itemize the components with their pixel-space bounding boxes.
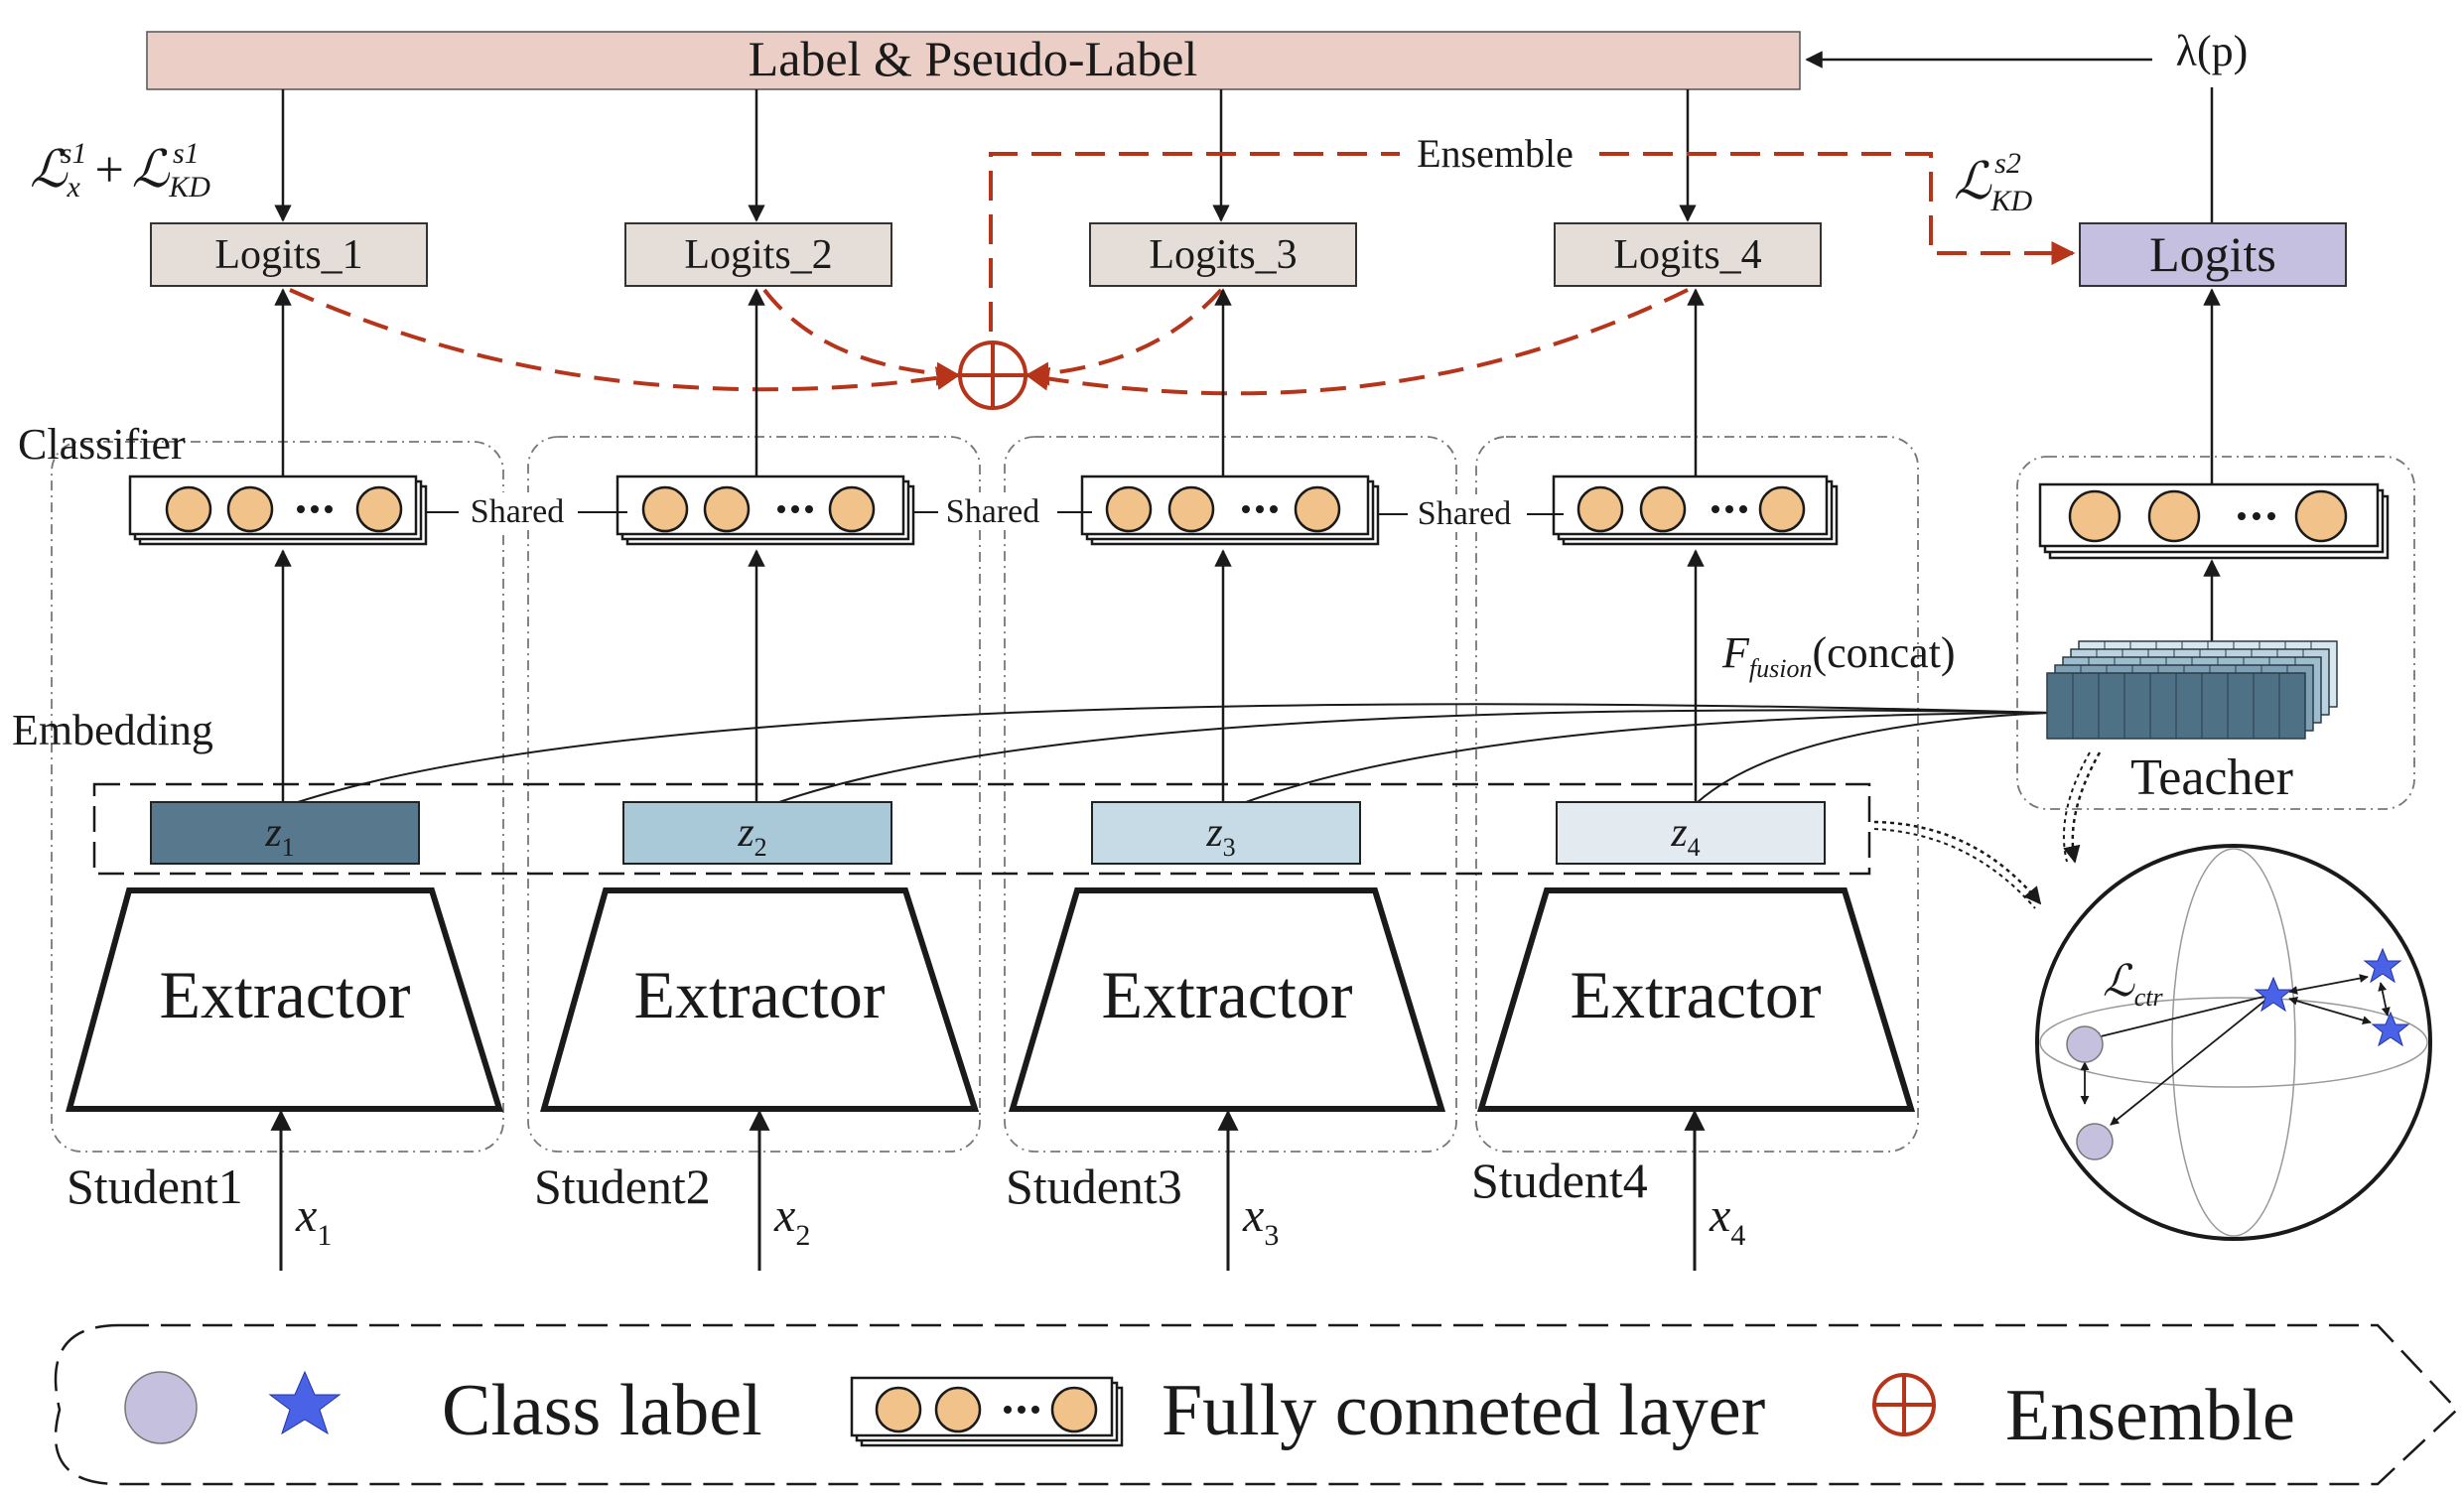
student3-label: Student3 xyxy=(1006,1158,1182,1214)
svg-text:Shared: Shared xyxy=(471,493,564,530)
class-point-star xyxy=(2371,1011,2410,1047)
svg-text:Shared: Shared xyxy=(946,493,1039,530)
legend-star-icon xyxy=(268,1370,342,1435)
extractor-2: Extractor xyxy=(540,887,980,1112)
z-box-2: z2 xyxy=(622,801,892,865)
teacher-feature-stack xyxy=(2046,640,2338,740)
teacher-to-sphere-arrow xyxy=(2063,751,2102,864)
z-box-3: z3 xyxy=(1091,801,1361,865)
student2-label: Student2 xyxy=(534,1158,711,1214)
svg-text:Extractor: Extractor xyxy=(1571,957,1822,1032)
ensemble-curve-2 xyxy=(762,288,961,386)
z-box-4: z4 xyxy=(1556,801,1826,865)
legend-class-label: Class label xyxy=(442,1370,762,1451)
class-point-circle xyxy=(2066,1025,2104,1063)
shared-connector-1: Shared xyxy=(426,492,627,530)
shared-connector-3: Shared xyxy=(1378,494,1564,532)
lambda-text: λ(p) xyxy=(2176,27,2249,75)
svg-text:ℒKDs2: ℒKDs2 xyxy=(1954,147,2032,217)
extractor-1: Extractor xyxy=(66,887,504,1112)
legend-circle-icon xyxy=(124,1371,198,1444)
x2-label: x2 xyxy=(773,1189,810,1252)
ensemble-curve-4 xyxy=(1025,288,1689,396)
class-point-circle xyxy=(2076,1123,2114,1160)
z-box-1: z1 xyxy=(150,801,420,865)
class-point-star xyxy=(2363,947,2402,984)
label-bar-text: Label & Pseudo-Label xyxy=(749,31,1198,86)
contrastive-sphere: ℒctr xyxy=(2035,844,2432,1241)
ensemble-symbol xyxy=(958,340,1027,410)
student3-container xyxy=(1004,436,1457,1153)
fc-layer-4 xyxy=(1552,475,1839,546)
loss-s2-label: ℒKDs2 xyxy=(1954,147,2032,217)
ensemble-to-teacher-dashed xyxy=(989,152,2076,375)
svg-text:Extractor: Extractor xyxy=(160,957,411,1032)
x3-label: x3 xyxy=(1242,1189,1279,1252)
svg-text:Extractor: Extractor xyxy=(634,957,886,1032)
svg-text:Logits: Logits xyxy=(2149,226,2276,282)
svg-text:z2: z2 xyxy=(737,810,766,862)
legend: Class label Fully conneted layer Ensembl… xyxy=(54,1323,2459,1486)
svg-text:Logits_1: Logits_1 xyxy=(214,232,362,278)
logits-box-1: Logits_1 xyxy=(150,222,428,287)
loss-s1-label: ℒxs1+ℒKDs1 xyxy=(30,137,210,204)
ensemble-curve-3 xyxy=(1025,288,1223,386)
extractor-3: Extractor xyxy=(1008,887,1446,1112)
teacher-to-sphere-arrow-b xyxy=(2062,751,2091,863)
svg-text:Shared: Shared xyxy=(1418,495,1511,532)
svg-text:ℒctr: ℒctr xyxy=(2103,957,2163,1012)
ensemble-curve-1 xyxy=(289,288,961,392)
student2-container xyxy=(527,436,981,1153)
svg-text:Logits_3: Logits_3 xyxy=(1149,232,1297,278)
embedding-dashed-box xyxy=(92,782,1871,876)
svg-text:z1: z1 xyxy=(264,810,294,862)
x4-label: x4 xyxy=(1709,1189,1745,1252)
svg-text:ℒxs1+ℒKDs1: ℒxs1+ℒKDs1 xyxy=(30,137,210,204)
student4-container xyxy=(1475,436,1919,1153)
logits-box-4: Logits_4 xyxy=(1554,222,1822,287)
fusion-curves xyxy=(297,703,2051,803)
svg-text:z3: z3 xyxy=(1205,810,1235,862)
ensemble-label: Ensemble xyxy=(1417,131,1574,176)
svg-text:Ffusion(concat): Ffusion(concat) xyxy=(1721,628,1956,683)
legend-fc-icon xyxy=(850,1376,1124,1447)
logits-box-3: Logits_3 xyxy=(1089,222,1357,287)
teacher-container xyxy=(2016,456,2415,810)
teacher-label: Teacher xyxy=(2130,749,2293,806)
fusion-label: Ffusion(concat) xyxy=(1721,628,1956,683)
class-point-star xyxy=(2254,976,2293,1013)
label-bar: Label & Pseudo-Label xyxy=(146,31,1801,90)
student4-label: Student4 xyxy=(1471,1153,1648,1208)
embedding-label: Embedding xyxy=(12,706,213,754)
shared-connector-2: Shared xyxy=(913,492,1092,530)
svg-text:Extractor: Extractor xyxy=(1102,957,1353,1032)
logits-box-2: Logits_2 xyxy=(624,222,892,287)
classifier-label: Classifier xyxy=(18,420,186,469)
x1-label: x1 xyxy=(295,1189,332,1252)
fc-layer-2 xyxy=(616,475,915,546)
embedding-to-sphere-arrow xyxy=(1873,820,2042,905)
svg-text:Logits_2: Logits_2 xyxy=(684,232,832,278)
legend-ensemble-icon xyxy=(1872,1373,1936,1436)
student1-label: Student1 xyxy=(67,1158,243,1214)
teacher-fc-layer xyxy=(2038,482,2390,560)
legend-ensemble-label: Ensemble xyxy=(2005,1375,2295,1456)
extractor-4: Extractor xyxy=(1476,887,1916,1112)
embedding-to-sphere-arrow-b xyxy=(1873,828,2036,909)
svg-text:z4: z4 xyxy=(1670,810,1700,862)
fc-layer-1 xyxy=(128,475,428,546)
ensemble-label-bg xyxy=(1400,133,1598,173)
teacher-logits-box: Logits xyxy=(2079,222,2347,287)
fc-layer-3 xyxy=(1080,475,1380,546)
svg-text:Logits_4: Logits_4 xyxy=(1613,232,1761,278)
legend-fc-label: Fully conneted layer xyxy=(1162,1370,1765,1451)
